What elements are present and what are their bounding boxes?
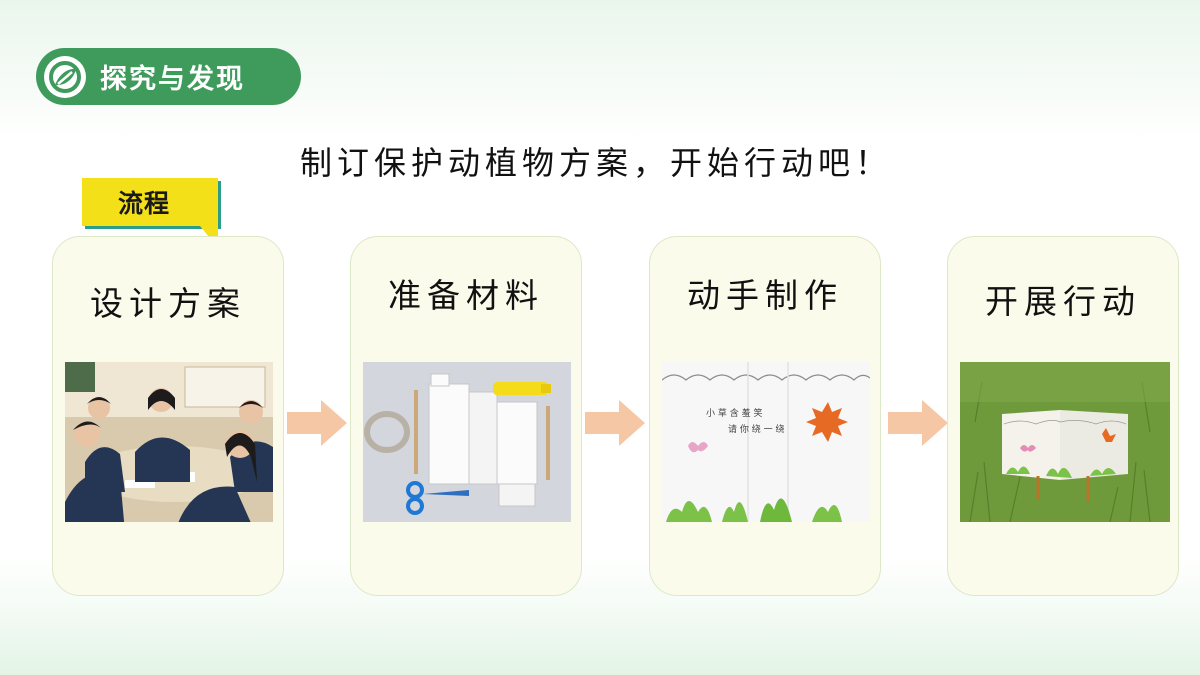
process-tag-label: 流程: [117, 189, 170, 218]
step-title: 准备材料: [388, 276, 544, 315]
sign-text-line1: 小 草 含 羞 笑: [706, 409, 763, 419]
section-badge: 探究与发现: [36, 48, 301, 105]
step-card-design: 设计方案: [52, 236, 284, 596]
section-title: 探究与发现: [100, 64, 245, 95]
step-title: 开展行动: [985, 282, 1141, 321]
sign-on-grass-photo: [960, 362, 1170, 522]
step-card-materials: 准备材料: [350, 236, 582, 596]
step-card-make: 动手制作 小 草 含 羞 笑 请 你 绕 一 绕: [649, 236, 881, 596]
handmade-sign-photo: 小 草 含 羞 笑 请 你 绕 一 绕: [662, 362, 870, 522]
step-title: 设计方案: [90, 284, 246, 323]
step-title: 动手制作: [687, 276, 843, 315]
process-tag: 流程: [82, 178, 218, 226]
flow-arrow-icon: [287, 400, 347, 446]
students-discussion-photo: [65, 362, 273, 522]
step-card-action: 开展行动: [947, 236, 1179, 596]
headline: 制订保护动植物方案，开始行动吧！: [300, 144, 893, 182]
leaf-logo-icon: [44, 55, 86, 98]
sign-text-line2: 请 你 绕 一 绕: [728, 425, 785, 435]
flow-arrow-icon: [585, 400, 645, 446]
flow-arrow-icon: [888, 400, 948, 446]
craft-materials-photo: [363, 362, 571, 522]
